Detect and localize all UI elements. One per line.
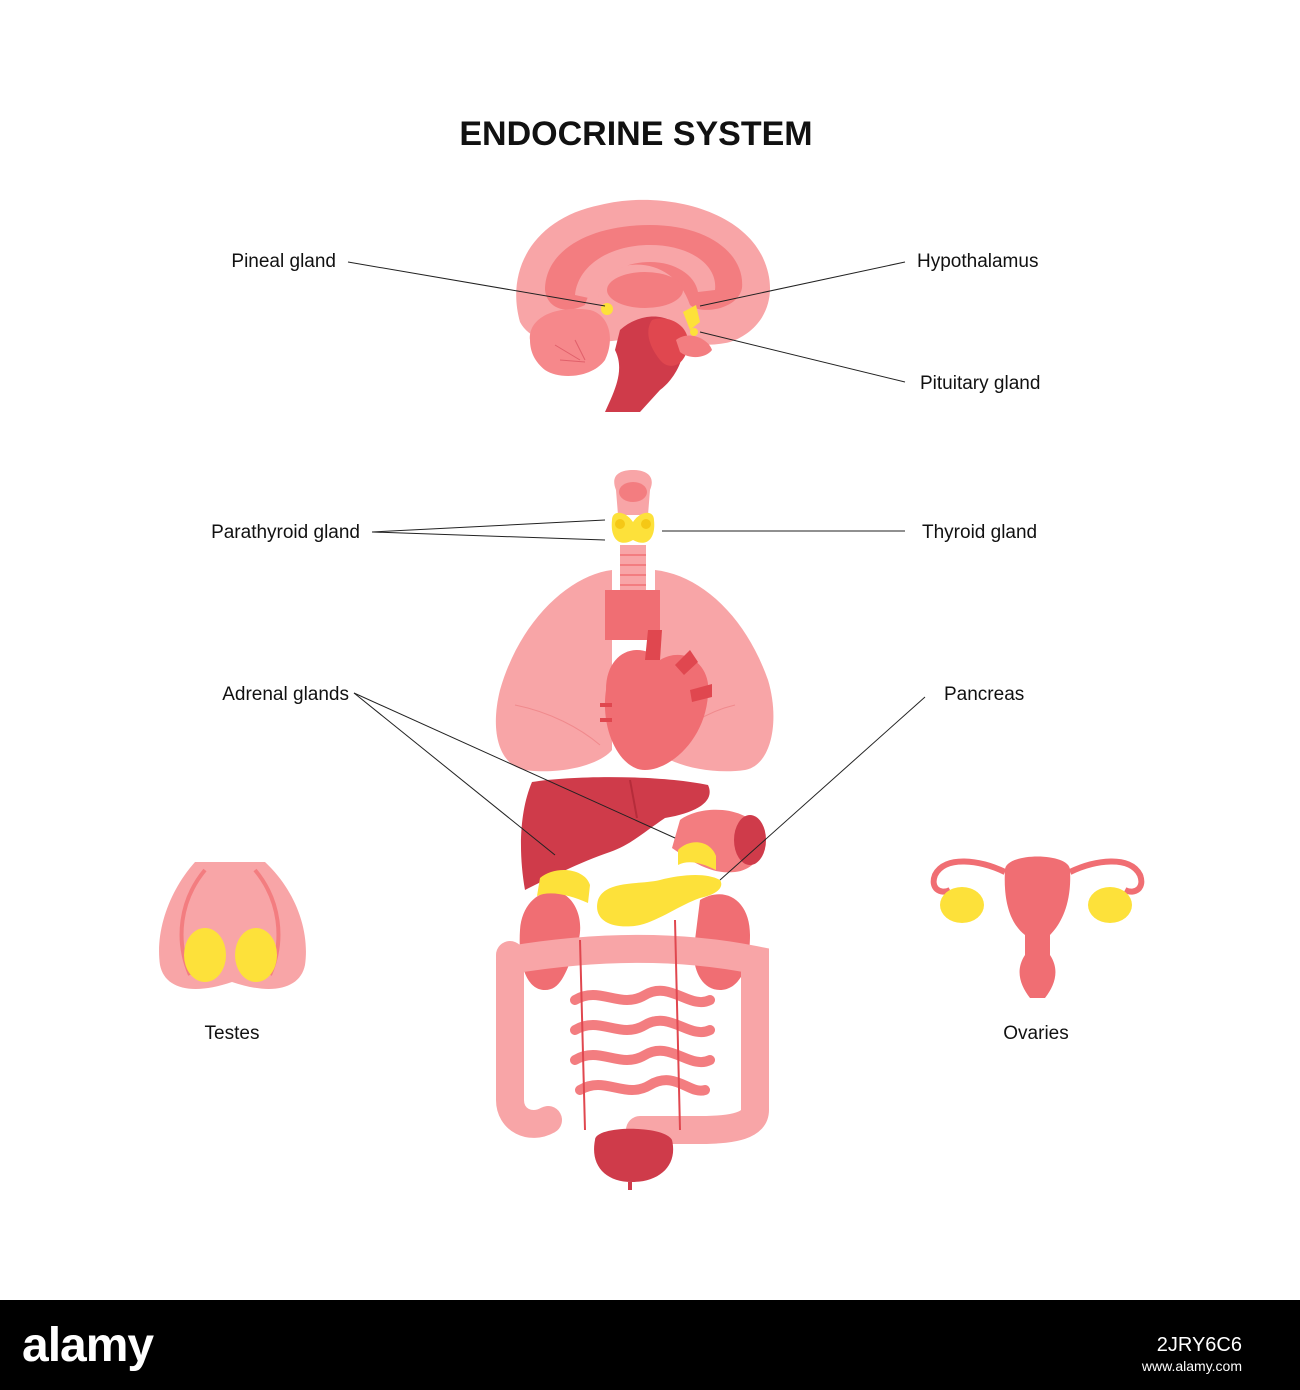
label-pancreas: Pancreas <box>944 684 1024 705</box>
bladder-illustration <box>594 1128 674 1190</box>
stomach-illustration <box>672 809 766 873</box>
label-adrenal-glands: Adrenal glands <box>222 684 349 705</box>
footer-bar: alamy 2JRY6C6 www.alamy.com <box>0 1300 1300 1390</box>
uterus-illustration <box>930 856 1145 998</box>
endocrine-diagram: ENDOCRINE SYSTEM <box>159 115 1145 1190</box>
label-parathyroid-gland: Parathyroid gland <box>211 522 360 543</box>
label-pituitary-gland: Pituitary gland <box>920 373 1040 394</box>
pancreas-illustration <box>597 875 722 927</box>
site-domain: www.alamy.com <box>1141 1358 1242 1374</box>
liver-illustration <box>520 777 710 890</box>
throat-illustration <box>611 470 655 595</box>
label-ovaries: Ovaries <box>1003 1023 1068 1044</box>
label-testes: Testes <box>205 1023 260 1044</box>
label-pineal-gland: Pineal gland <box>231 251 336 272</box>
image-id: 2JRY6C6 <box>1156 1334 1242 1356</box>
testes-illustration <box>159 862 306 989</box>
alamy-logo: alamy <box>22 1319 154 1372</box>
heart-illustration <box>600 630 712 770</box>
leader-lines <box>347 261 926 881</box>
diagram-title: ENDOCRINE SYSTEM <box>459 115 812 153</box>
intestines-illustration <box>496 919 769 1144</box>
label-hypothalamus: Hypothalamus <box>917 251 1038 272</box>
brain-illustration <box>516 199 771 412</box>
label-thyroid-gland: Thyroid gland <box>922 522 1037 543</box>
